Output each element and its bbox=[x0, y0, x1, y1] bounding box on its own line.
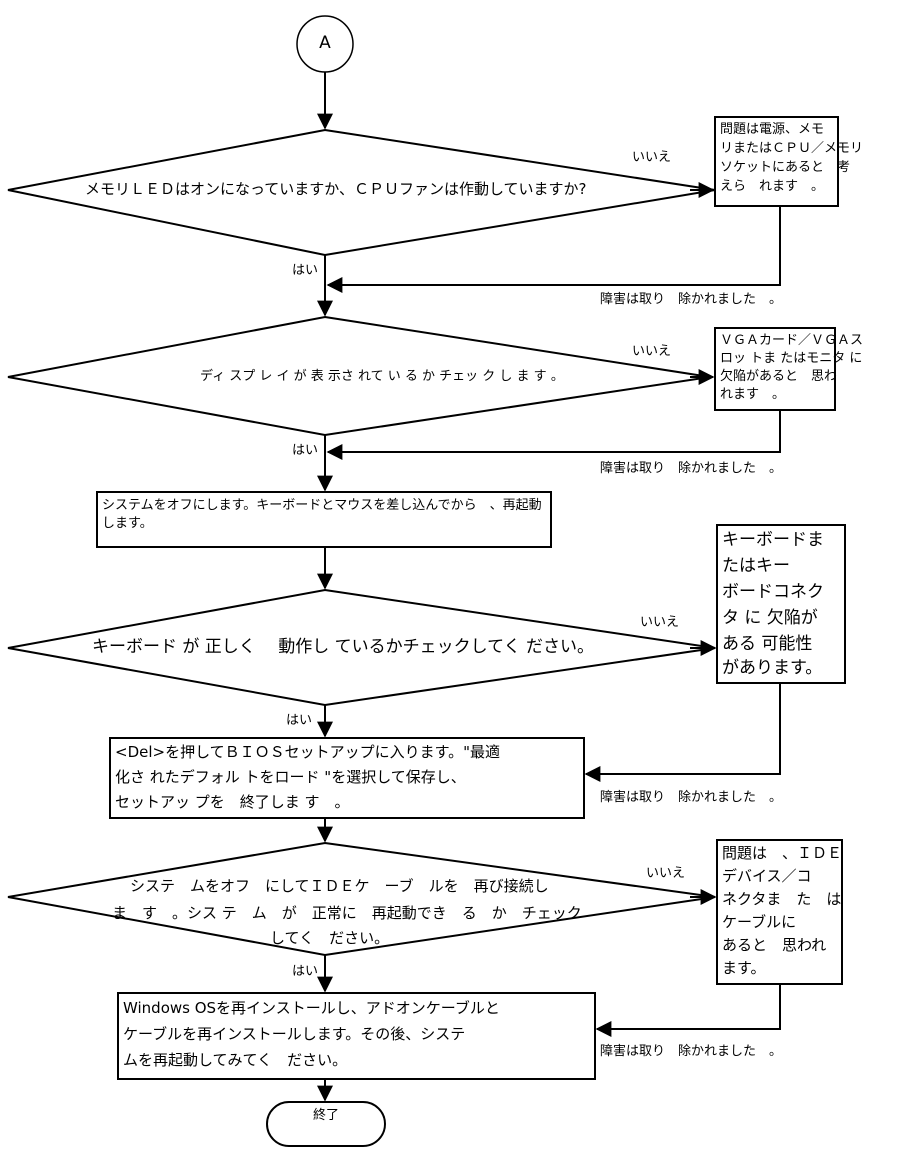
decision-4-no-label: いいえ bbox=[646, 866, 686, 881]
result-1-line-2: リまたはＣＰＵ／メモリ bbox=[720, 141, 864, 156]
result-2-line-1: ＶＧＡカード／ＶＧＡス bbox=[720, 333, 864, 348]
result-2-line-4: れます 。 bbox=[720, 387, 786, 402]
result-3-line-4: タ に 欠陥が bbox=[722, 608, 818, 628]
step-3-line-2: ケーブルを再インストールします。その後、システ bbox=[123, 1025, 466, 1043]
decision-1-no-label: いいえ bbox=[632, 150, 672, 165]
return-path-1 bbox=[326, 206, 781, 293]
result-3-line-1: キーボードま bbox=[722, 530, 824, 550]
decision-3-yes-label: はい bbox=[286, 713, 313, 728]
step-3-line-3: ムを再起動してみてく ださい。 bbox=[123, 1051, 348, 1069]
result-1-line-3: ソケットにあると 考 bbox=[720, 160, 851, 175]
decision-3-text: キーボード が 正しく 動作し ているかチェックしてく ださい。 bbox=[92, 637, 594, 657]
decision-3-no-label: いいえ bbox=[640, 615, 680, 630]
decision-2-yes-label: はい bbox=[292, 443, 319, 458]
resolved-label-3: 障害は取り 除かれました 。 bbox=[600, 790, 783, 805]
result-2-box bbox=[714, 327, 836, 411]
result-1-line-4: えら れます 。 bbox=[720, 179, 825, 194]
result-1-line-1: 問題は電源、メモ bbox=[720, 122, 825, 137]
end-terminator-shape bbox=[266, 1101, 386, 1147]
start-connector-label: A bbox=[319, 33, 331, 53]
decision-4-line-1: システ ムをオフ にしてＩＤＥケ ーブ ルを 再び接続し bbox=[130, 877, 549, 895]
result-4-line-2: デバイス／コ bbox=[722, 867, 812, 885]
result-4-line-6: ます。 bbox=[722, 959, 766, 977]
resolved-label-1: 障害は取り 除かれました 。 bbox=[600, 292, 783, 307]
resolved-label-2: 障害は取り 除かれました 。 bbox=[600, 461, 783, 476]
resolved-label-4: 障害は取り 除かれました 。 bbox=[600, 1044, 783, 1059]
result-3-line-3: ボードコネク bbox=[722, 582, 824, 602]
decision-2-text: ディ スプ レ イ が 表 示さ れて い る か チェッ ク し ま す 。 bbox=[200, 369, 564, 384]
step-2-line-2: 化さ れたデフォル トをロード "を選択して保存し、 bbox=[115, 768, 466, 786]
result-4-line-4: ケーブルに bbox=[722, 913, 797, 931]
return-path-2 bbox=[326, 410, 781, 460]
decision-2-no-label: いいえ bbox=[632, 344, 672, 359]
end-terminator-label: 終了 bbox=[312, 1108, 339, 1123]
step-2-box bbox=[109, 737, 585, 819]
step-2-line-1: <Del>を押してＢＩＯＳセットアップに入ります。"最適 bbox=[115, 743, 501, 761]
decision-4-line-2: ま す 。シス テ ム が 正常に 再起動でき る か チェック bbox=[112, 904, 582, 922]
decision-1-text: メモリＬＥＤはオンになっていますか、ＣＰＵファンは作動していますか? bbox=[85, 180, 587, 198]
return-path-4 bbox=[595, 984, 781, 1037]
result-3-line-6: があります。 bbox=[722, 658, 823, 678]
return-path-3 bbox=[584, 683, 781, 782]
result-3-line-5: ある 可能性 bbox=[722, 634, 813, 654]
decision-4-line-3: してく ださい。 bbox=[270, 929, 390, 947]
step-1-line-2: します。 bbox=[102, 516, 153, 531]
result-4-line-5: あると 思われ bbox=[722, 936, 827, 954]
result-3-line-2: たはキー bbox=[722, 556, 790, 576]
result-2-line-3: 欠陥があると 思わ bbox=[720, 369, 838, 384]
step-3-box bbox=[117, 992, 596, 1080]
result-4-line-1: 問題は 、ＩＤＥ bbox=[722, 844, 843, 862]
result-4-line-3: ネクタま た は bbox=[722, 890, 842, 908]
decision-4-yes-label: はい bbox=[292, 964, 319, 979]
decision-1-yes-label: はい bbox=[292, 263, 319, 278]
result-1-box bbox=[714, 116, 839, 207]
step-2-line-3: セットアッ プを 終了しま す 。 bbox=[115, 793, 350, 811]
step-3-line-1: Windows OSを再インストールし、アドオンケーブルと bbox=[123, 999, 500, 1017]
result-2-line-2: ロッ トま たはモニタ に bbox=[720, 351, 863, 366]
step-1-line-1: システムをオフにします。キーボードとマウスを差し込んでから 、再起動 bbox=[102, 498, 542, 513]
